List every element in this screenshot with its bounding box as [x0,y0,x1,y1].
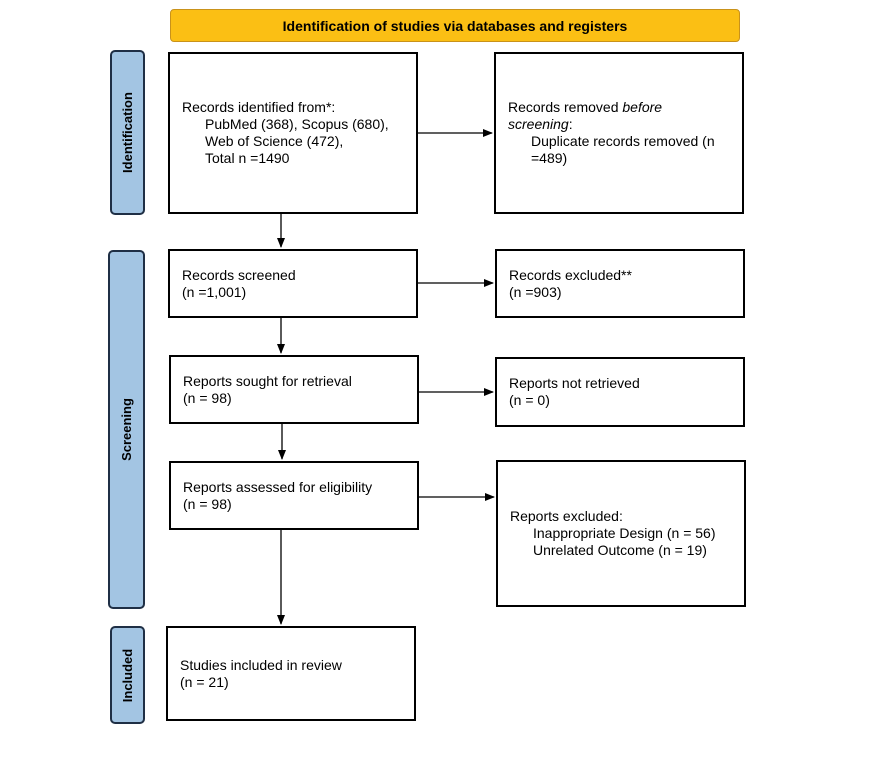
records-excluded-line1: Records excluded** [509,266,632,283]
stage-screening: Screening [108,250,145,609]
reports-sought-line1: Reports sought for retrieval [183,372,352,389]
header-title: Identification of studies via databases … [282,17,628,34]
reports-assessed-line1: Reports assessed for eligibility [183,478,373,495]
diagram-header: Identification of studies via databases … [170,9,740,42]
reports-assessed-box: Reports assessed for eligibility (n = 98… [169,461,419,530]
records-screened-box: Records screened (n =1,001) [168,249,418,318]
reports-sought-box: Reports sought for retrieval (n = 98) [169,355,419,424]
records-identified-line4: Total n =1490 [205,150,290,166]
reports-assessed-line2: (n = 98) [183,495,232,512]
reports-sought-line2: (n = 98) [183,389,232,406]
records-identified-box: Records identified from*: PubMed (368), … [168,52,418,214]
reports-excluded-line3: Unrelated Outcome (n = 19) [533,542,707,558]
reports-not-retrieved-line1: Reports not retrieved [509,375,640,391]
records-removed-prefix: Records removed [508,99,623,115]
records-excluded-box: Records excluded** (n =903) [495,249,745,318]
records-removed-box: Records removed before screening: Duplic… [494,52,744,214]
stage-included: Included [110,626,145,724]
reports-excluded-line1: Reports excluded: [510,508,623,524]
reports-excluded-line2: Inappropriate Design (n = 56) [533,525,716,541]
reports-excluded-box: Reports excluded: Inappropriate Design (… [496,460,746,607]
studies-included-box: Studies included in review (n = 21) [166,626,416,721]
records-removed-line2: screening: [508,116,730,133]
records-screened-line1: Records screened [182,266,296,283]
records-removed-line4: =489) [531,150,568,166]
records-removed-before: before [622,99,663,115]
records-screened-line2: (n =1,001) [182,283,247,300]
records-identified-line1: Records identified from*: [182,99,336,115]
reports-not-retrieved-box: Reports not retrieved (n = 0) [495,357,745,427]
studies-included-line1: Studies included in review [180,656,342,673]
records-removed-screening: screening [508,116,569,132]
studies-included-line2: (n = 21) [180,673,229,690]
records-removed-line3: Duplicate records removed (n [531,133,715,149]
records-identified-line2: PubMed (368), Scopus (680), [205,116,389,132]
records-excluded-line2: (n =903) [509,283,562,300]
reports-not-retrieved-line2: (n = 0) [509,392,550,408]
stage-identification: Identification [110,50,145,215]
records-removed-colon: : [568,116,573,132]
records-removed-line1: Records removed before [508,99,730,116]
records-identified-line3: Web of Science (472), [205,133,344,149]
